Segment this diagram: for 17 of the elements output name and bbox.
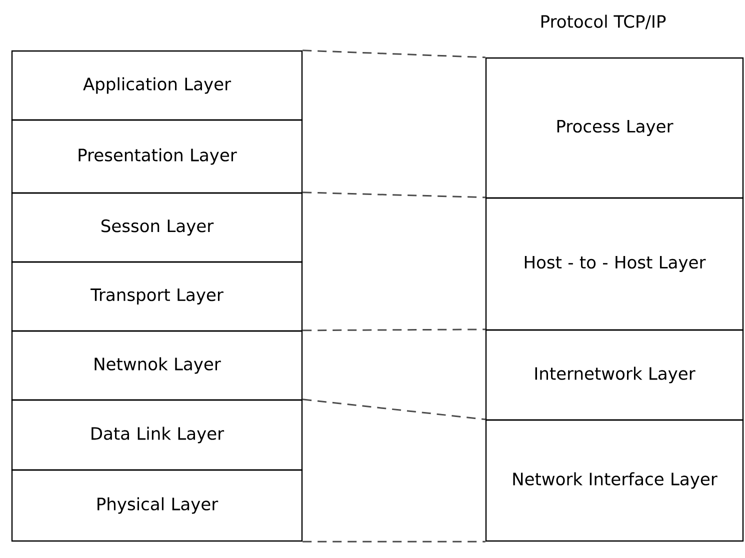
layer-box: Transport Layer — [11, 261, 303, 332]
dashed-line — [302, 328, 486, 332]
layer-box: Network Interface Layer — [485, 419, 744, 542]
title: Protocol TCP/IP — [541, 14, 666, 30]
layer-box: Presentation Layer — [11, 119, 303, 194]
layer-box: Netwnok Layer — [11, 330, 303, 401]
layer-box: Data Link Layer — [11, 399, 303, 471]
layer-box: Physical Layer — [11, 469, 303, 542]
dashed-line — [302, 398, 486, 420]
layer-box: Sesson Layer — [11, 192, 303, 263]
dashed-line — [302, 192, 486, 198]
dashed-line — [302, 50, 486, 58]
layer-box: Process Layer — [485, 57, 744, 199]
layer-box: Application Layer — [11, 50, 303, 121]
layer-box: Host - to - Host Layer — [485, 197, 744, 331]
dashed-line — [302, 540, 486, 542]
layer-box: Internetwork Layer — [485, 329, 744, 421]
